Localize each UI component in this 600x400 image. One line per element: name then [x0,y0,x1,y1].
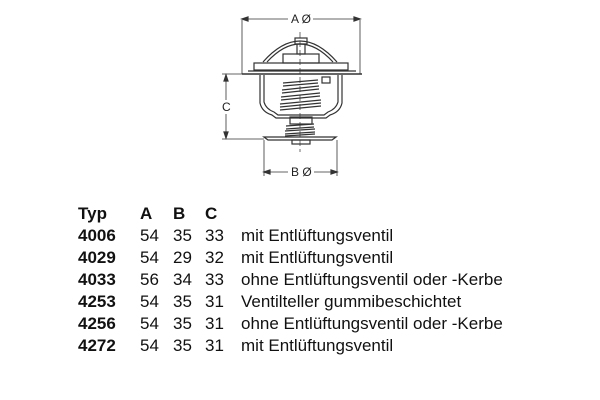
cell-c: 33 [205,226,224,245]
cell-b: 35 [173,292,192,311]
cell-typ: 4272 [78,336,116,355]
dimension-label-b: B Ø [289,165,314,179]
cell-b: 35 [173,226,192,245]
cell-typ: 4253 [78,292,116,311]
dimension-label-c: C [220,100,233,114]
header-b: B [173,204,186,223]
cell-typ: 4256 [78,314,116,333]
cell-b: 35 [173,314,192,333]
cell-a: 54 [140,292,159,311]
cell-typ: 4006 [78,226,116,245]
cell-c: 31 [205,336,224,355]
cell-a: 54 [140,314,159,333]
cell-description: ohne Entlüftungsventil oder -Kerbe [241,314,503,333]
header-typ: Typ [78,204,107,223]
cell-description: Ventilteller gummibeschichtet [241,292,462,311]
cell-a: 54 [140,226,159,245]
cell-c: 33 [205,270,224,289]
cell-description: mit Entlüftungsventil [241,248,394,267]
cell-a: 54 [140,336,159,355]
cell-typ: 4029 [78,248,116,267]
cell-c: 31 [205,292,224,311]
cell-a: 54 [140,248,159,267]
thermostat-drawing: A Ø C B Ø [200,0,400,200]
thermostat-icon [222,16,362,176]
cell-c: 32 [205,248,224,267]
cell-a: 56 [140,270,159,289]
header-a: A [140,204,153,223]
cell-description: mit Entlüftungsventil [241,226,394,245]
cell-description: mit Entlüftungsventil [241,336,394,355]
dimension-label-a: A Ø [289,12,314,26]
cell-b: 34 [173,270,192,289]
cell-c: 31 [205,314,224,333]
cell-typ: 4033 [78,270,116,289]
cell-b: 29 [173,248,192,267]
cell-b: 35 [173,336,192,355]
cell-description: ohne Entlüftungsventil oder -Kerbe [241,270,503,289]
header-c: C [205,204,218,223]
